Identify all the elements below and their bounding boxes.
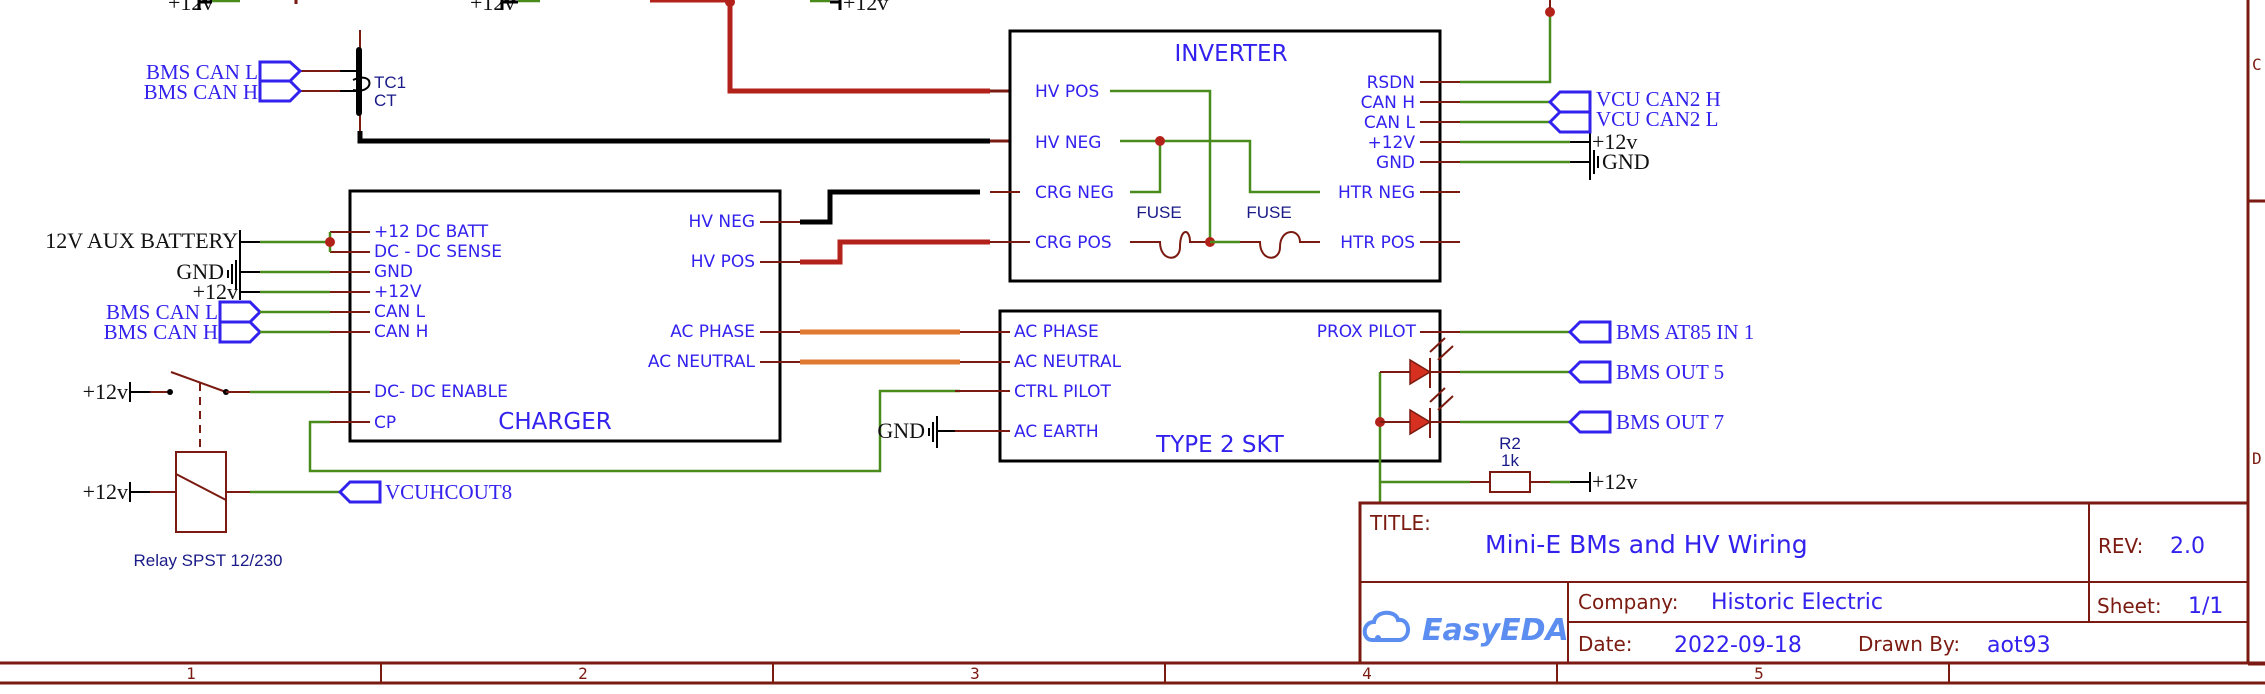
- title-block: TITLE: Mini-E BMs and HV Wiring REV: 2.0…: [1358, 501, 2250, 665]
- charger-pin-12-dc-batt: +12 DC BATT: [374, 222, 489, 242]
- charger-pin-hv-neg: HV NEG: [689, 212, 755, 232]
- ruler-col-1: 1: [186, 664, 196, 683]
- charger-pin-ac-neutral: AC NEUTRAL: [648, 352, 756, 372]
- fuse-label-1: FUSE: [1136, 203, 1181, 222]
- top-partial-wiring: +12v +12v +12v: [168, 0, 888, 15]
- power-label-12v: +12v: [193, 279, 238, 304]
- inverter-pin-hv-pos: HV POS: [1035, 82, 1099, 102]
- power-label-gnd: GND: [877, 418, 925, 443]
- charger-block[interactable]: CHARGER +12 DC BATT DC - DC SENSE GND +1…: [330, 189, 800, 443]
- net-label-bms-out7: BMS OUT 7: [1616, 410, 1724, 434]
- charger-pin-ac-phase: AC PHASE: [670, 322, 755, 342]
- charger-pin-12v: +12V: [374, 282, 422, 302]
- power-label-12v: +12v: [1592, 129, 1637, 154]
- ruler-col-3: 3: [970, 664, 980, 683]
- net-label-bms-at85-in1: BMS AT85 IN 1: [1616, 320, 1754, 344]
- net-label-vcuhcout8: VCUHCOUT8: [385, 480, 512, 504]
- current-transformer-tc1: TC1 CT: [300, 47, 406, 116]
- rev-value: 2.0: [2170, 534, 2205, 559]
- inverter-pin-gnd: GND: [1376, 153, 1415, 173]
- drawn-by-value: aot93: [1987, 633, 2051, 658]
- type2-pin-prox-pilot: PROX PILOT: [1317, 322, 1417, 342]
- net-label-bms-can-l: BMS CAN L: [146, 60, 258, 84]
- charger-pin-gnd: GND: [374, 262, 413, 282]
- power-label-12v: +12v: [470, 0, 515, 15]
- net-label-vcu-can2-l: VCU CAN2 L: [1596, 107, 1719, 131]
- net-label-vcu-can2-h: VCU CAN2 H: [1596, 87, 1721, 111]
- inverter-pin-crg-neg: CRG NEG: [1035, 183, 1114, 203]
- date-value: 2022-09-18: [1674, 633, 1802, 658]
- type2-pin-ac-neutral: AC NEUTRAL: [1014, 352, 1122, 372]
- wire-cp-ctrl-pilot: [308, 389, 960, 473]
- inverter-pin-12v: +12V: [1367, 133, 1415, 153]
- title-key: TITLE:: [1369, 511, 1431, 535]
- power-label-12v: +12v: [1592, 469, 1637, 494]
- type2-pin-ctrl-pilot: CTRL PILOT: [1014, 382, 1111, 402]
- charger-pin-can-l: CAN L: [374, 302, 426, 322]
- relay-spst: +12v +12v VCUHCOUT8 Relay SPST 12/230: [83, 371, 512, 570]
- charger-pin-can-h: CAN H: [374, 322, 428, 342]
- charger-pin-hv-pos: HV POS: [691, 252, 755, 272]
- easyeda-logo-text: EasyEDA: [1422, 613, 1569, 648]
- inverter-pin-can-h: CAN H: [1361, 93, 1415, 113]
- sheet-value: 1/1: [2188, 594, 2223, 619]
- sheet-key: Sheet:: [2097, 594, 2162, 618]
- inverter-right-wiring: VCU CAN2 H VCU CAN2 L +12v GND: [1460, 0, 1721, 180]
- drawn-by-key: Drawn By:: [1858, 632, 1960, 656]
- power-label-gnd: GND: [1602, 149, 1650, 174]
- fuse-label-2: FUSE: [1246, 203, 1291, 222]
- charger-pin-dc-dc-sense: DC - DC SENSE: [374, 242, 502, 262]
- net-flag-group-bms-can-top: BMS CAN L BMS CAN H: [144, 60, 303, 104]
- charger-left-wiring: 12V AUX BATTERY GND +12v BMS CAN L BMS C…: [45, 228, 335, 344]
- ruler-row-d: D: [2252, 449, 2262, 468]
- power-label-gnd: GND: [176, 259, 224, 284]
- net-label-bms-can-l: BMS CAN L: [106, 300, 218, 324]
- ruler-col-2: 2: [578, 664, 588, 683]
- hv-wiring: [357, 2, 1010, 144]
- bms-output-leds: BMS AT85 IN 1 BMS OUT 5 BMS OUT 7 +12v R…: [1375, 320, 1754, 542]
- rev-key: REV:: [2098, 534, 2143, 558]
- inverter-pin-crg-pos: CRG POS: [1035, 233, 1112, 253]
- sheet-title: Mini-E BMs and HV Wiring: [1485, 530, 1808, 559]
- relay-label: Relay SPST 12/230: [134, 551, 283, 570]
- inverter-pin-rsdn: RSDN: [1367, 73, 1415, 93]
- r2-value: 1k: [1501, 451, 1519, 470]
- power-label-12v: +12v: [83, 379, 128, 404]
- type2-title: TYPE 2 SKT: [1155, 432, 1285, 458]
- inverter-pin-htr-neg: HTR NEG: [1338, 183, 1415, 203]
- net-label-bms-out5: BMS OUT 5: [1616, 360, 1724, 384]
- ruler-col-5: 5: [1754, 664, 1764, 683]
- company-key: Company:: [1578, 590, 1678, 614]
- power-label-aux-battery: 12V AUX BATTERY: [45, 228, 238, 253]
- inverter-pin-hv-neg: HV NEG: [1035, 133, 1101, 153]
- tc1-ref: TC1: [374, 73, 406, 92]
- ruler-col-4: 4: [1362, 664, 1372, 683]
- type2-pin-ac-phase: AC PHASE: [1014, 322, 1099, 342]
- net-label-bms-can-h: BMS CAN H: [104, 320, 218, 344]
- net-label-bms-can-h: BMS CAN H: [144, 80, 258, 104]
- tc1-value: CT: [374, 91, 397, 110]
- power-label-12v: +12v: [83, 479, 128, 504]
- inverter-pin-can-l: CAN L: [1364, 113, 1416, 133]
- charger-inverter-links: [800, 189, 990, 365]
- easyeda-logo-icon: EasyEDA: [1362, 610, 1569, 648]
- inverter-pin-htr-pos: HTR POS: [1340, 233, 1415, 253]
- charger-pin-cp: CP: [374, 413, 396, 433]
- charger-title: CHARGER: [498, 409, 611, 435]
- type2-pin-ac-earth: AC EARTH: [1014, 422, 1099, 442]
- power-label-12v: +12v: [843, 0, 888, 15]
- company-value: Historic Electric: [1711, 590, 1883, 615]
- r2-ref: R2: [1499, 434, 1521, 453]
- charger-pin-dc-dc-enable: DC- DC ENABLE: [374, 382, 508, 402]
- inverter-title: INVERTER: [1174, 41, 1287, 67]
- type2-socket-block[interactable]: TYPE 2 SKT AC PHASE AC NEUTRAL CTRL PILO…: [877, 309, 1460, 463]
- inverter-block[interactable]: INVERTER HV POS HV NEG CRG NEG CRG POS R…: [990, 29, 1460, 283]
- power-label-12v: +12v: [168, 0, 213, 15]
- ruler-row-c: C: [2252, 55, 2262, 74]
- date-key: Date:: [1578, 632, 1633, 656]
